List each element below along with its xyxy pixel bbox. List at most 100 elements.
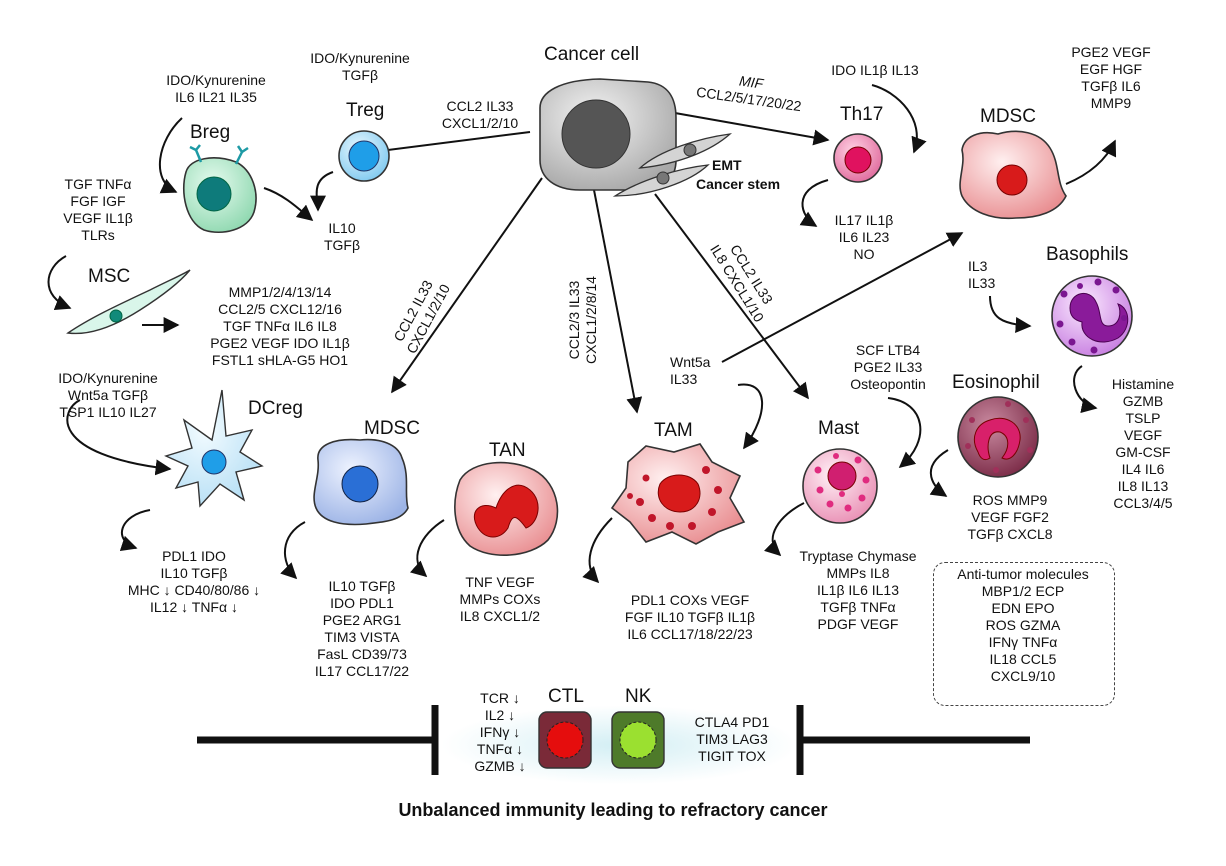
text-line: TCR ↓ [480,690,520,706]
text-line: IL33 [670,371,698,387]
ctl-cell [538,711,592,769]
text-line: IL8 CXCL1/2 [459,608,541,624]
text-line: Histamine [1111,376,1175,392]
text-line: TGF TNFα [64,176,132,192]
text-line: TNFα ↓ [476,741,524,757]
text-line: IL8 IL13 [1117,478,1169,494]
text-line: GM-CSF [1115,444,1171,460]
text-line: GZMB ↓ [474,758,526,774]
ctl-title: CTL [548,686,584,707]
text-line: IDO/Kynurenine [310,50,410,66]
breg-cell [182,144,257,234]
tam-title: TAM [654,420,693,441]
th17-outputs: IL17 IL1β IL6 IL23 NO [818,212,910,263]
msc-title: MSC [88,266,131,287]
anti-tumor-list: Anti-tumor molecules MBP1/2 ECP EDN EPO … [936,566,1110,685]
text-line: PDL1 IDO [162,548,226,564]
mdsc-right-outputs: PGE2 VEGF EGF HGF TGFβ IL6 MMP9 [1056,44,1166,112]
text-line: PGE2 IL33 [853,359,923,375]
dcreg-title: DCreg [248,398,303,419]
mast-inputs: SCF LTB4 PGE2 IL33 Osteopontin [832,342,944,393]
text-line: CTLA4 PD1 [694,714,770,730]
text-line: IL10 [328,220,356,236]
text-line: TGFβ TNFα [820,599,896,615]
text-line: IL17 IL1β [834,212,894,228]
treg-breg-outputs: IL10 TGFβ [312,220,372,254]
immune-barrier [197,705,1030,775]
text-line: FGF IGF [70,193,126,209]
text-line: VEGF [1123,427,1163,443]
dcreg-outputs: PDL1 IDO IL10 TGFβ MHC ↓ CD40/80/86 ↓ IL… [110,548,278,616]
text-line: TIGIT TOX [698,748,766,764]
text-line: CCL2/5 CXCL12/16 [218,301,342,317]
anti-tumor-title: Anti-tumor molecules [957,566,1089,582]
nk-checkpoints: CTLA4 PD1 TIM3 LAG3 TIGIT TOX [676,714,788,765]
text-line: FasL CD39/73 [317,646,407,662]
text-line: PDGF VEGF [817,616,899,632]
mast-title: Mast [818,418,860,439]
text-line: TGFβ [323,237,361,253]
arrows [47,84,1117,584]
text-line: VEGF IL1β [63,210,133,226]
tan-title: TAN [489,440,526,461]
text-line: MMP1/2/4/13/14 [228,284,332,300]
th17-inputs: IDO IL1β IL13 [831,62,919,78]
basophils-cell [1051,275,1133,357]
mast-cell [802,448,878,524]
text-line: MMP9 [1090,95,1132,111]
text-line: SCF LTB4 [855,342,921,358]
mdsc-right-cell [959,130,1067,220]
basophils-title: Basophils [1046,244,1129,265]
text-line: EGF HGF [1079,61,1143,77]
text-line: IFNγ TNFα [988,634,1058,650]
wnt5a-label: Wnt5a IL33 [670,354,730,388]
text-line: PDL1 COXs VEGF [630,592,750,608]
dcreg-inputs: IDO/Kynurenine Wnt5a TGFβ TSP1 IL10 IL27 [40,370,176,421]
text-line: IL2 ↓ [484,707,516,723]
text-line: FGF IL10 TGFβ IL1β [624,609,756,625]
text-line: CXCL9/10 [990,668,1056,684]
text-line: TGFβ [341,67,379,83]
text-line: PGE2 VEGF [1071,44,1151,60]
text-line: TNF VEGF [465,574,535,590]
mdsc-left-cell [313,438,409,526]
text-line: TGF TNFα IL6 IL8 [223,318,337,334]
treg-inputs: IDO/Kynurenine TGFβ [300,50,420,84]
eosinophil-title: Eosinophil [952,372,1040,393]
text-line: Wnt5a TGFβ [67,387,149,403]
text-line: FSTL1 sHLA-G5 HO1 [211,352,349,368]
eosinophil-cell [957,396,1039,478]
text-line: GZMB [1122,393,1164,409]
text-line: IL1β IL6 IL13 [816,582,899,598]
text-line: TIM3 LAG3 [696,731,768,747]
text-line: PGE2 ARG1 [322,612,402,628]
text-line: IDO PDL1 [330,595,394,611]
text-line: MMPs IL8 [826,565,890,581]
cancer-cell [539,78,677,191]
tan-outputs: TNF VEGF MMPs COXs IL8 CXCL1/2 [440,574,560,625]
breg-inputs: IDO/Kynurenine IL6 IL21 IL35 [148,72,284,106]
tan-cell [454,461,559,556]
nk-cell [611,711,665,769]
text-line: MMPs COXs [459,591,541,607]
eosinophil-outputs: ROS MMP9 VEGF FGF2 TGFβ CXCL8 [952,492,1068,543]
cancer-to-treg-label: CCL2 IL33 CXCL1/2/10 [424,98,536,132]
text-line: NO [853,246,875,262]
dcreg-cell [164,389,264,508]
text-line: TSLP [1125,410,1161,426]
mast-outputs: Tryptase Chymase MMPs IL8 IL1β IL6 IL13 … [778,548,938,633]
text-line: MBP1/2 ECP [981,583,1065,599]
text-line: CCL3/4/5 [1113,495,1173,511]
text-line: IDO/Kynurenine [166,72,266,88]
text-line: VEGF FGF2 [971,509,1049,525]
treg-title: Treg [346,100,385,121]
text-line: IFNγ ↓ [479,724,521,740]
treg-cell [338,130,390,182]
rot-line: CCL2/3 IL33 [566,280,582,360]
mdsc-left-outputs: IL10 TGFβ IDO PDL1 PGE2 ARG1 TIM3 VISTA … [296,578,428,680]
text-line: IL3 [968,258,988,274]
text-line: TGFβ CXCL8 [967,526,1053,542]
text-line: MHC ↓ CD40/80/86 ↓ [127,582,261,598]
